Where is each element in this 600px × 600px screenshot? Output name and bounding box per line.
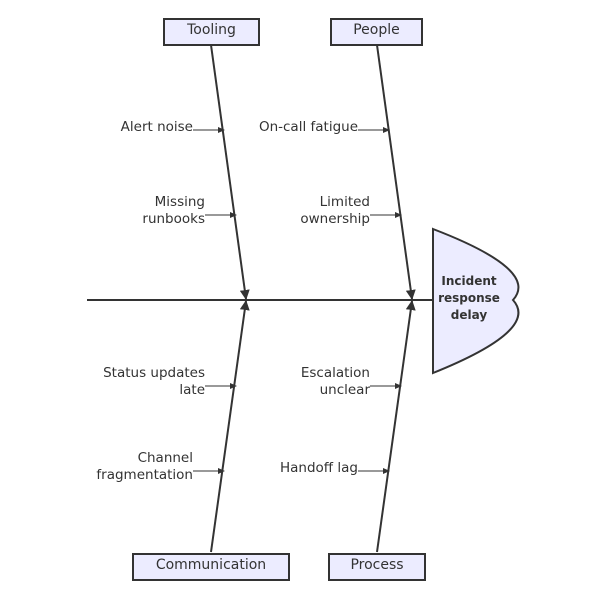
cause-label-escalation-unclear-2: unclear — [320, 382, 371, 398]
cause-label-status-updates-late-2: late — [179, 382, 205, 398]
effect-label-line-3: delay — [451, 308, 488, 322]
cause-label-escalation-unclear-1: Escalation — [301, 365, 370, 381]
category-label-process: Process — [350, 557, 403, 573]
cause-label-limited-ownership-1: Limited — [320, 194, 370, 210]
bone-process — [376, 300, 416, 553]
category-box-people[interactable] — [330, 18, 423, 46]
bone-people — [376, 44, 416, 300]
category-label-tooling: Tooling — [186, 22, 236, 38]
branch-tooling: Tooling Alert noise Missing runbooks — [121, 18, 260, 300]
cause-label-limited-ownership-2: ownership — [300, 211, 370, 227]
branch-communication: Communication Status updates late Channe… — [96, 300, 290, 581]
category-box-process[interactable] — [328, 553, 426, 581]
category-box-communication[interactable] — [132, 553, 290, 581]
cause-label-channel-fragmentation-1: Channel — [138, 450, 193, 466]
cause-label-missing-runbooks-1: Missing — [155, 194, 205, 210]
branch-people: People On-call fatigue Limited ownership — [259, 18, 423, 300]
branch-process: Process Escalation unclear Handoff lag — [280, 300, 426, 581]
cause-label-alert-noise: Alert noise — [121, 119, 193, 135]
effect-head: Incident response delay — [432, 227, 520, 375]
category-label-people: People — [353, 22, 400, 38]
bone-tooling — [210, 44, 250, 300]
bone-communication — [210, 300, 250, 553]
cause-label-missing-runbooks-2: runbooks — [142, 211, 205, 227]
category-box-tooling[interactable] — [163, 18, 260, 46]
cause-label-channel-fragmentation-2: fragmentation — [96, 467, 193, 483]
effect-label-line-1: Incident — [441, 274, 497, 288]
cause-label-handoff-lag: Handoff lag — [280, 460, 358, 476]
cause-label-on-call-fatigue: On-call fatigue — [259, 119, 358, 135]
effect-label-line-2: response — [438, 291, 500, 305]
cause-label-status-updates-late-1: Status updates — [103, 365, 205, 381]
category-label-communication: Communication — [156, 557, 266, 573]
effect-shape — [432, 227, 520, 375]
